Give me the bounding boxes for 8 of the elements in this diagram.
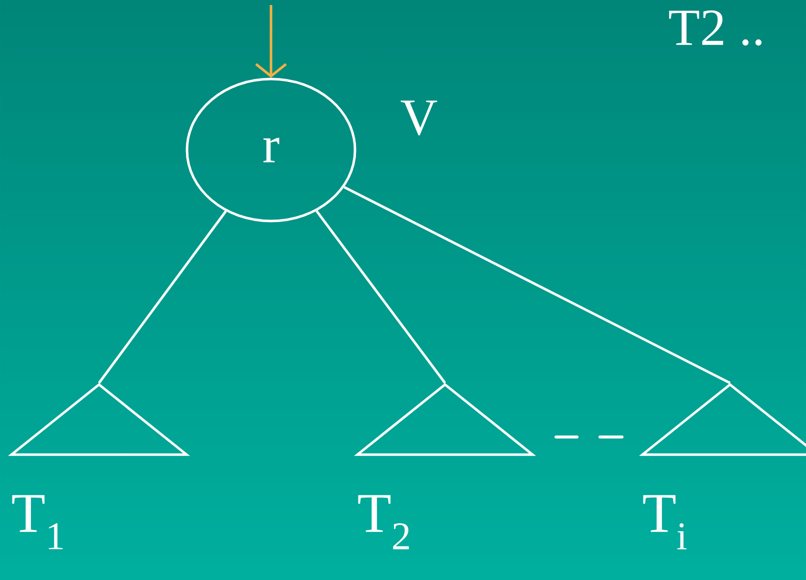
tree-edge	[344, 186, 731, 384]
node-label: T$_{1}$	[12, 495, 63, 550]
text-label: T2 ..	[669, 10, 762, 46]
node-label: T$_{i}$	[643, 495, 687, 550]
node-label: T$_{2}$	[358, 495, 409, 550]
tree-edge	[316, 210, 446, 384]
tree-edge	[98, 210, 227, 384]
arrow	[255, 5, 287, 78]
